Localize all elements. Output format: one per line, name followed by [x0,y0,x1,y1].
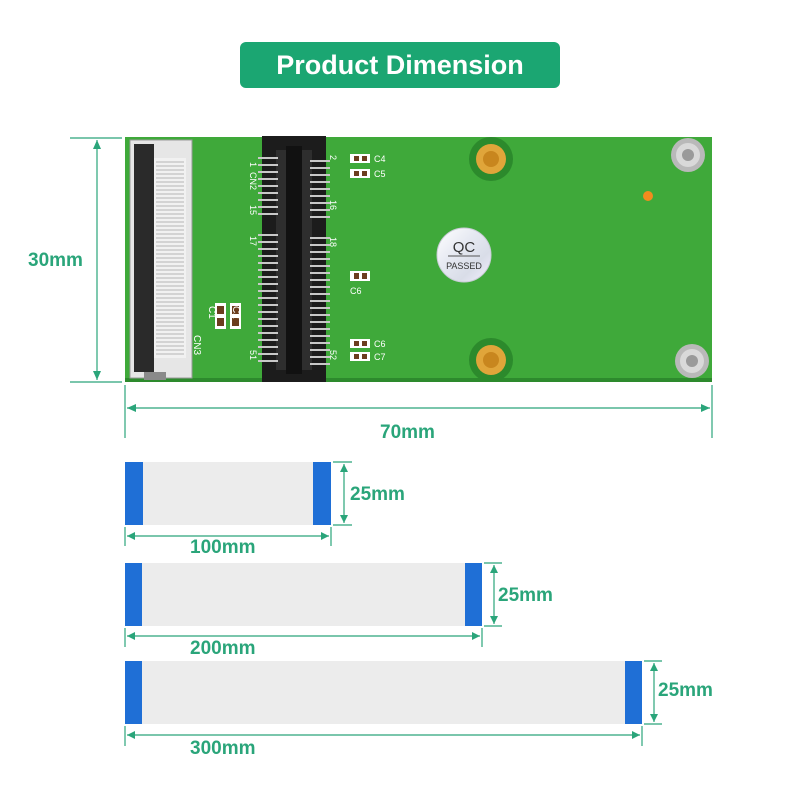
label-c6-low: C6 [374,339,386,349]
cable-100mm-dimensions [124,461,352,546]
silkscreen: 1 CN2 15 17 51 2 16 18 52 C1 C2 CN3 C4 C… [191,154,386,362]
pcb-edge [125,378,712,382]
qc-text: QC [453,239,476,256]
led [643,191,653,201]
label-pin16: 16 [328,200,338,210]
mounting-pad-top [469,137,513,181]
label-pin2: 2 [328,155,338,160]
cn2-connector [258,136,330,382]
cn3-ffc-connector [129,139,193,380]
label-pin15: 15 [248,205,258,215]
board-width-label: 70mm [380,422,435,443]
cable-300mm [125,661,642,724]
cable-100-width-label: 25mm [350,484,405,505]
label-cn2-pin1: 1 [248,162,258,167]
label-c6-mid: C6 [350,286,362,296]
cable-200-length-label: 200mm [190,638,256,659]
label-c2: C2 [230,306,241,319]
board-width-dimension [124,385,713,438]
passed-text: PASSED [446,261,482,271]
adapter-board: 1 CN2 15 17 51 2 16 18 52 C1 C2 CN3 C4 C… [125,136,712,382]
label-pin52: 52 [328,350,338,360]
label-pin18: 18 [328,237,338,247]
board-height-label: 30mm [28,250,83,271]
cable-200-width-label: 25mm [498,585,553,606]
cable-200mm [125,563,482,626]
label-c1: C1 [206,306,217,319]
mounting-pad-bottom [469,338,513,382]
board-height-dimension [70,137,122,383]
qc-passed-sticker: QC PASSED [436,227,492,283]
smd-components [215,154,653,361]
title-banner: Product Dimension [240,42,560,88]
cable-100-length-label: 100mm [190,537,256,558]
cable-300-length-label: 300mm [190,738,256,759]
standoff-top [671,138,705,172]
pcb [125,137,712,382]
label-c4: C4 [374,154,386,164]
cable-200mm-dimensions [124,562,502,647]
cable-300mm-dimensions [124,660,662,746]
cable-300-width-label: 25mm [658,680,713,701]
label-cn3: CN3 [191,335,202,355]
cable-100mm [125,462,331,525]
label-pin17: 17 [248,236,258,246]
label-cn2: CN2 [248,172,258,190]
label-c5: C5 [374,169,386,179]
label-c7: C7 [374,352,386,362]
label-pin51: 51 [248,350,258,360]
standoff-bottom [675,344,709,378]
page-title: Product Dimension [276,49,524,80]
